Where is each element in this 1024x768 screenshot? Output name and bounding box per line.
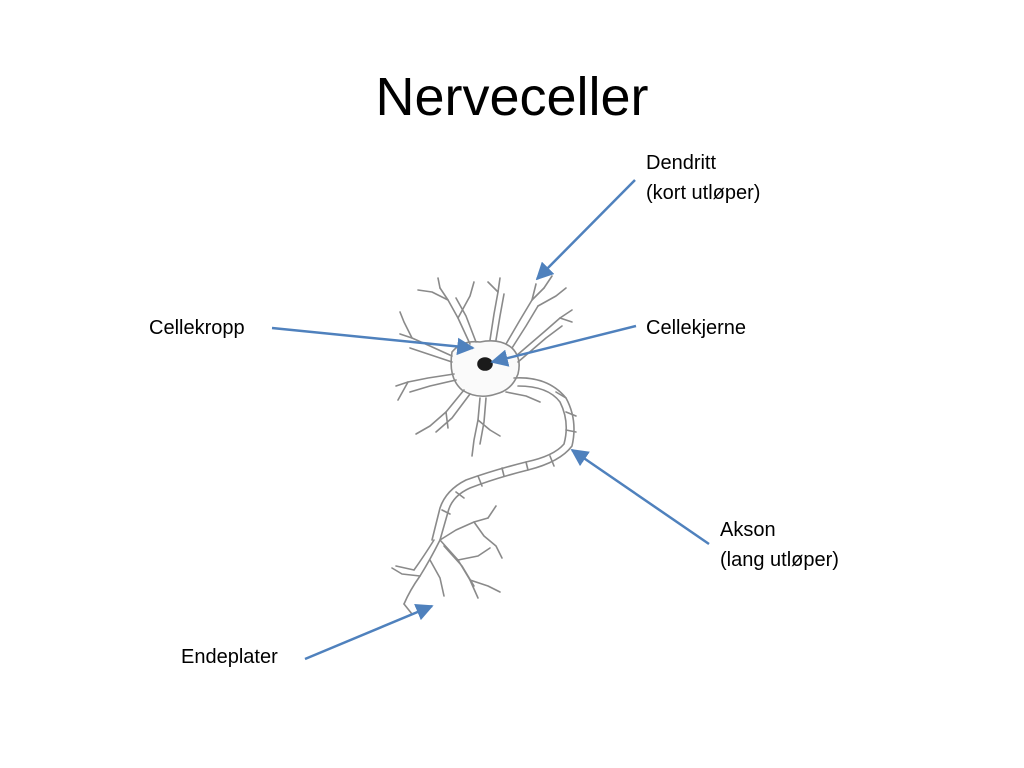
axon (431, 377, 577, 541)
neuron-illustration (391, 275, 577, 615)
arrow-cellekjerne (490, 324, 637, 367)
label-dendritt: Dendritt (kort utløper) (646, 148, 760, 208)
label-cellekjerne: Cellekjerne (646, 313, 746, 343)
label-akson-line1: Akson (720, 519, 776, 541)
end-plates (391, 505, 503, 615)
arrow-endeplater (304, 603, 434, 661)
dendrites (395, 275, 573, 457)
label-endeplater-line1: Endeplater (181, 646, 278, 668)
nucleus (477, 357, 493, 371)
page-title: Nerveceller (375, 67, 649, 127)
arrow-cellekropp (271, 326, 475, 356)
arrow-dendritt (535, 179, 636, 281)
label-dendritt-line1: Dendritt (646, 152, 717, 174)
label-cellekropp: Cellekropp (149, 313, 245, 343)
label-akson-line2: (lang utløper) (720, 549, 839, 571)
label-akson: Akson (lang utløper) (720, 515, 839, 575)
arrow-akson (570, 448, 710, 546)
label-cellekjerne-line1: Cellekjerne (646, 317, 747, 339)
label-dendritt-line2: (kort utløper) (646, 182, 761, 204)
label-cellekropp-line1: Cellekropp (149, 317, 245, 339)
callout-arrows (271, 179, 710, 661)
label-endeplater: Endeplater (181, 642, 278, 672)
